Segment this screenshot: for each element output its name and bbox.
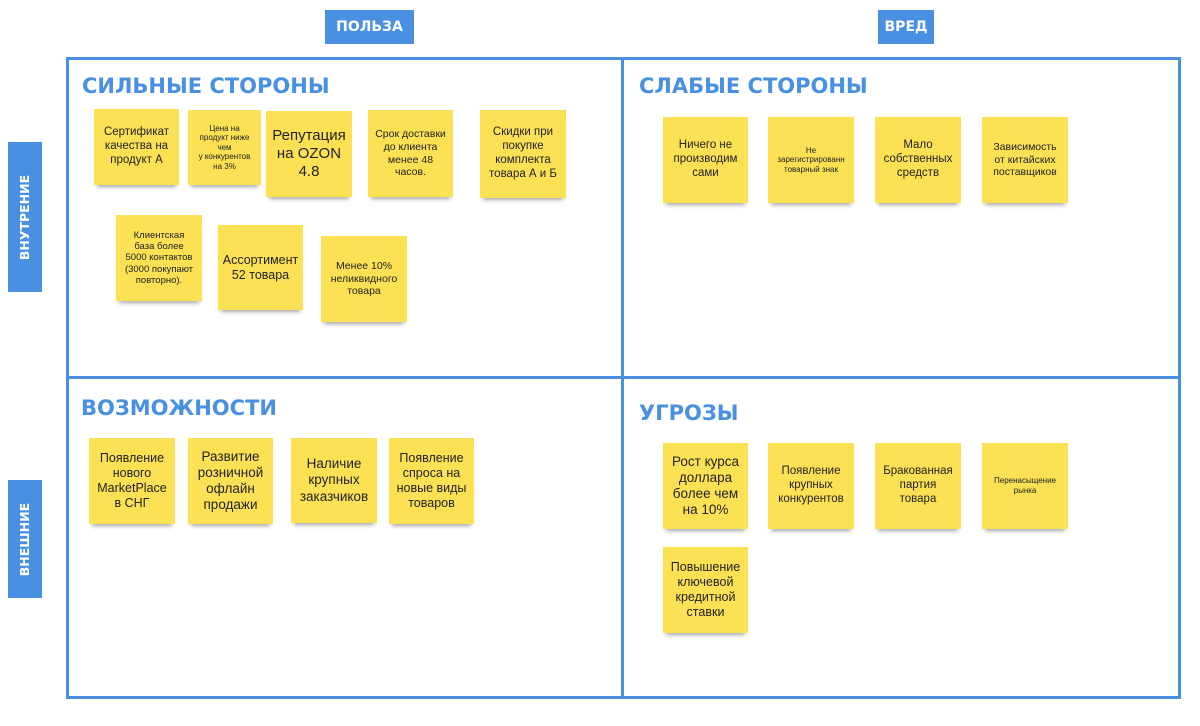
sticky-note[interactable]: Клиентская база более 5000 контактов (30… [116, 215, 202, 301]
row-header-external: ВНЕШНИЕ [8, 480, 42, 598]
sticky-note[interactable]: Наличие крупных заказчиков [291, 438, 377, 523]
sticky-note[interactable]: Ничего не производим сами [663, 117, 748, 203]
sticky-note[interactable]: Срок доставки до клиента менее 48 часов. [368, 110, 453, 197]
sticky-note[interactable]: Менее 10% неликвидного товара [321, 236, 407, 322]
sticky-note[interactable]: Мало собственных средств [875, 117, 961, 203]
sticky-note[interactable]: Цена на продукт ниже чем у конкурентов н… [188, 110, 261, 185]
sticky-note[interactable]: Развитие розничной офлайн продажи [188, 438, 273, 524]
column-header-benefit: ПОЛЬЗА [325, 10, 414, 44]
sticky-note[interactable]: Репутация на OZON 4.8 [266, 111, 352, 197]
quadrant-title-opportunities: ВОЗМОЖНОСТИ [81, 396, 277, 420]
sticky-note[interactable]: Сертификат качества на продукт А [94, 109, 179, 185]
sticky-note[interactable]: Скидки при покупке комплекта товара А и … [480, 110, 566, 198]
quadrant-title-threats: УГРОЗЫ [639, 401, 739, 425]
sticky-note[interactable]: Зависимость от китайских поставщиков [982, 117, 1068, 203]
quadrant-title-weaknesses: СЛАБЫЕ СТОРОНЫ [639, 74, 868, 98]
sticky-note[interactable]: Появление спроса на новые виды товаров [389, 438, 474, 524]
sticky-note[interactable]: Появление нового MarketPlace в СНГ [89, 438, 175, 524]
row-header-internal: ВНУТРЕНИЕ [8, 142, 42, 292]
sticky-note[interactable]: Рост курса доллара более чем на 10% [663, 443, 748, 529]
sticky-note[interactable]: Ассортимент 52 товара [218, 225, 303, 310]
quadrant-title-strengths: СИЛЬНЫЕ СТОРОНЫ [82, 74, 330, 98]
sticky-note[interactable]: Перенасыщение рынка [982, 443, 1068, 529]
sticky-note[interactable]: Не зарегистрированн товарный знак [768, 117, 854, 203]
sticky-note[interactable]: Появление крупных конкурентов [768, 443, 854, 529]
column-header-harm: ВРЕД [878, 10, 934, 44]
sticky-note[interactable]: Бракованная партия товара [875, 443, 961, 529]
sticky-note[interactable]: Повышение ключевой кредитной ставки [663, 547, 748, 633]
grid-divider-horizontal [66, 376, 1181, 379]
